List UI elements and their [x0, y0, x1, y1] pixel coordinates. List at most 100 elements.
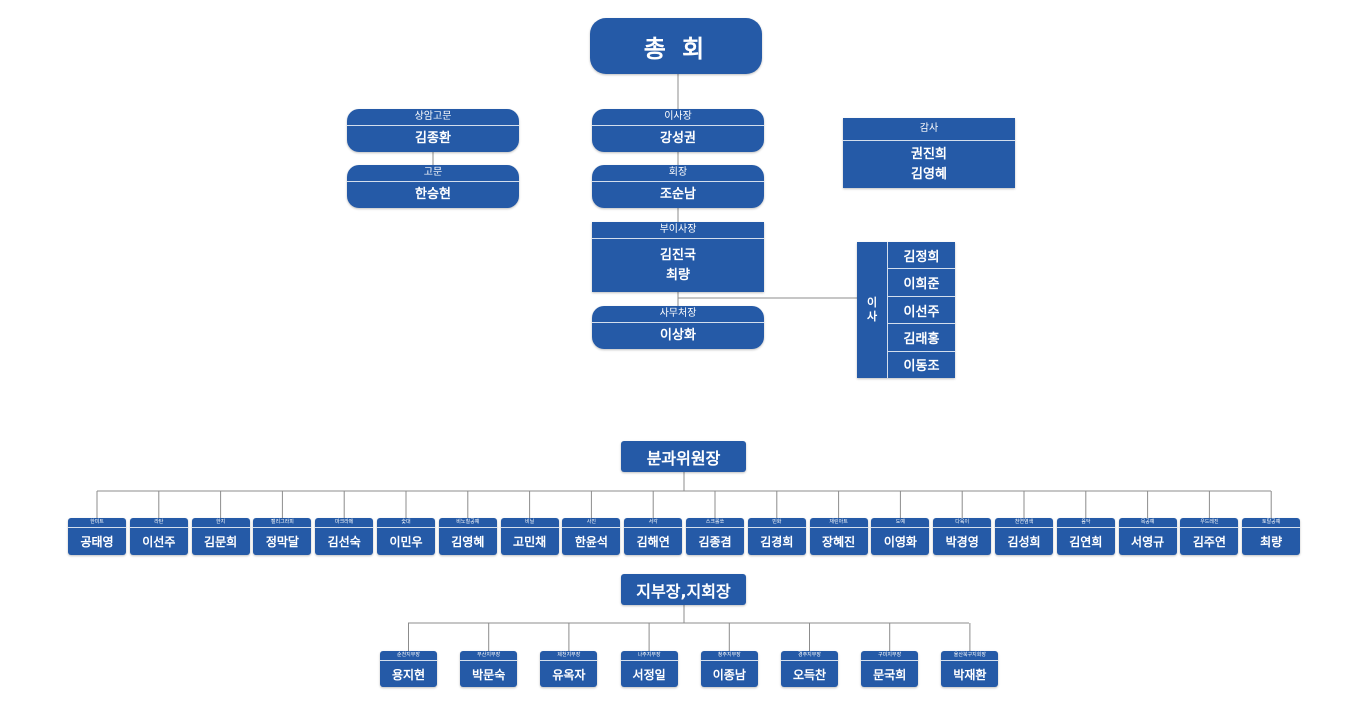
auditor-box: 감사 권진희 김영혜 — [843, 118, 1015, 188]
chair-role: 이사장 — [592, 109, 764, 126]
branch-head-role: 청주지부장 — [700, 651, 758, 661]
secretary-general-role: 사무처장 — [592, 306, 764, 323]
committee-member-name: 정막달 — [265, 535, 299, 549]
senior-advisor-role: 상암고문 — [347, 109, 519, 126]
branch-header: 지부장,지회장 — [621, 574, 746, 605]
committee-member-role: 음악 — [1056, 518, 1115, 528]
branch-head-role: 순천지부장 — [380, 651, 437, 661]
committee-member-role: 천연염색 — [995, 518, 1053, 528]
branch-head-role: 울산북구지회장 — [941, 651, 999, 661]
committee-member-role: 서각 — [624, 518, 683, 528]
committee-member-name: 김문희 — [204, 535, 238, 549]
branch-title: 지부장,지회장 — [636, 581, 731, 601]
branch-head-role: 경주지부장 — [781, 651, 838, 661]
branch-head-name: 문국희 — [873, 667, 907, 682]
committee-member-role: 우드레진 — [1180, 518, 1239, 528]
director-name: 이희준 — [888, 269, 955, 297]
vice-chair-role: 부이사장 — [592, 222, 764, 239]
committee-member-name: 김해연 — [636, 535, 670, 549]
committee-member-role: 재린아트 — [809, 518, 868, 528]
committee-member-name: 김선숙 — [327, 535, 361, 549]
director-name: 김정희 — [888, 242, 955, 270]
committee-member-name: 공태영 — [80, 535, 114, 549]
director-name: 이선주 — [888, 297, 955, 325]
committee-member-name: 이선주 — [142, 535, 176, 549]
committee-member-role: 마크라메 — [315, 518, 374, 528]
director-name: 김래홍 — [888, 324, 955, 352]
vice-chair-name: 김진국 — [660, 247, 696, 263]
committee-member-name: 서영규 — [1131, 535, 1165, 549]
branch-head-name: 서정일 — [632, 667, 666, 682]
branch-head-name: 이종남 — [712, 667, 746, 682]
committee-member-name: 김영혜 — [451, 535, 485, 549]
directors-label: 이 사 — [857, 242, 888, 378]
committee-member-role: 한미트 — [68, 518, 126, 528]
committee-header: 분과위원장 — [621, 441, 746, 472]
branch-head-role: 나주지부장 — [620, 651, 678, 661]
advisor-role: 고문 — [347, 165, 519, 182]
committee-title: 분과위원장 — [646, 448, 721, 468]
president-role: 회장 — [592, 165, 764, 182]
branch-head-name: 박문숙 — [472, 667, 506, 682]
chair-box: 이사장 강성권 — [592, 109, 764, 152]
director-name: 이동조 — [903, 359, 940, 375]
committee-member-role: 스크롤쏘 — [686, 518, 744, 528]
branch-head-name: 박재환 — [953, 667, 987, 682]
committee-member-name: 김경희 — [760, 535, 794, 549]
vice-chair-name: 최량 — [666, 267, 690, 283]
committee-member-role: 사진 — [562, 518, 621, 528]
advisor-box: 고문 한승현 — [347, 165, 519, 208]
committee-member-name: 고민채 — [513, 535, 547, 549]
advisor-name: 한승현 — [415, 187, 451, 202]
auditor-name: 권진희 — [911, 146, 947, 162]
committee-member-name: 장혜진 — [822, 535, 856, 549]
committee-member-role: 숯대 — [377, 518, 435, 528]
committee-member-role: 다육이 — [933, 518, 992, 528]
committee-member-role: 토탈공예 — [1242, 518, 1301, 528]
vice-chair-box: 부이사장 김진국 최량 — [592, 222, 764, 292]
branch-head-name: 용지현 — [391, 667, 426, 682]
branch-head-role: 부산지부장 — [460, 651, 518, 661]
committee-member-name: 김성희 — [1007, 535, 1041, 549]
committee-member-role: 민화 — [747, 518, 806, 528]
branch-head-role: 구미지부장 — [861, 651, 919, 661]
secretary-general-box: 사무처장 이상화 — [592, 306, 764, 349]
committee-member-name: 김종겸 — [698, 535, 732, 549]
president-name: 조순남 — [660, 187, 696, 202]
general-assembly-box: 총 회 — [590, 18, 762, 74]
committee-member-role: 비닐 — [500, 518, 559, 528]
committee-member-role: 비노칠공예 — [438, 518, 497, 528]
directors-box: 이 사 김정희 이희준 이선주 김래홍 이동조 — [857, 242, 955, 378]
committee-member-name: 김주연 — [1192, 535, 1226, 549]
president-box: 회장 조순남 — [592, 165, 764, 208]
committee-member-role: 라탄 — [129, 518, 188, 528]
branch-head-role: 제천지부장 — [540, 651, 598, 661]
committee-member-role: 캘리그라피 — [253, 518, 312, 528]
auditor-name: 김영혜 — [911, 166, 947, 182]
committee-member-name: 한윤석 — [574, 535, 608, 549]
